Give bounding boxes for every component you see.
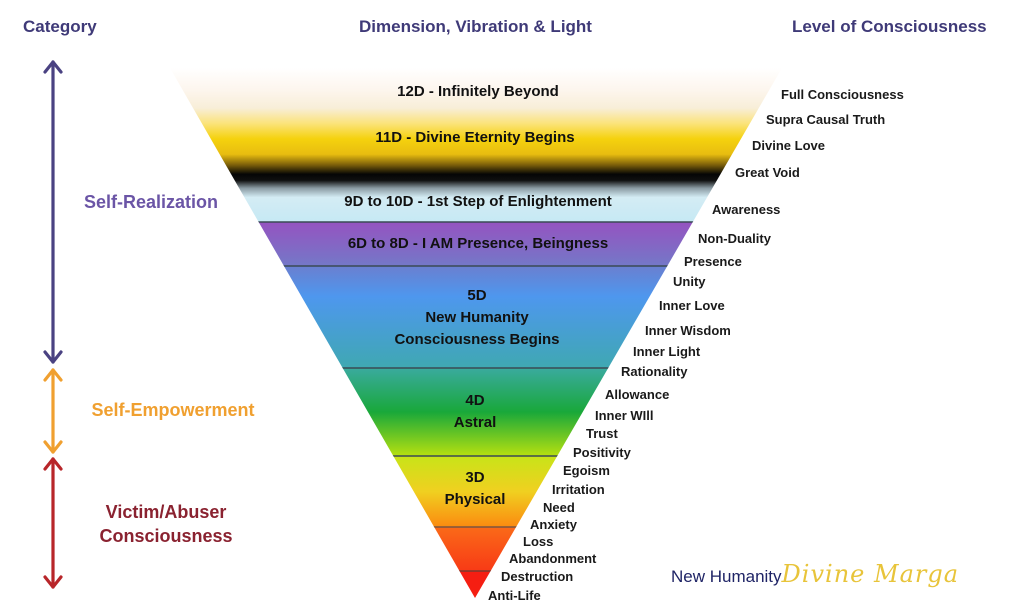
category-victim-abuser-line1: Victim/Abuser [105, 502, 227, 522]
level-item: Awareness [712, 202, 781, 217]
dimension-label-9d-10d: 9D to 10D - 1st Step of Enlightenment [344, 193, 612, 210]
header-category: Category [23, 17, 97, 36]
level-item: Divine Love [752, 138, 825, 153]
level-item: Inner Love [659, 298, 725, 313]
dimension-5d-line2: New Humanity [425, 309, 529, 326]
level-item: Presence [684, 254, 742, 269]
dimension-4d-line1: 4D [465, 392, 485, 409]
level-item: Destruction [501, 569, 574, 584]
level-item: Need [543, 500, 575, 515]
dimension-label-3d: 3D Physical [445, 467, 506, 511]
header-dimension: Dimension, Vibration & Light [359, 17, 592, 36]
level-item: Loss [523, 534, 554, 549]
category-victim-abuser: Victim/Abuser Consciousness [99, 500, 232, 548]
dimension-5d-line3: Consciousness Begins [394, 331, 560, 348]
level-item: Supra Causal Truth [766, 112, 886, 127]
self-empowerment-arrow [43, 368, 63, 454]
category-self-realization: Self-Realization [83, 192, 219, 212]
level-item: Great Void [735, 165, 800, 180]
category-self-empowerment: Self-Empowerment [91, 400, 255, 420]
dimension-4d-line2: Astral [453, 414, 497, 431]
level-item: Unity [673, 274, 706, 289]
header-level: Level of Consciousness [792, 17, 987, 36]
dimension-5d-line1: 5D [467, 287, 487, 304]
brand-logo: New HumanityDivine Marga [671, 560, 959, 588]
dimension-label-12d: 12D - Infinitely Beyond [397, 83, 559, 100]
level-item: Trust [586, 426, 618, 441]
level-item: Egoism [563, 463, 610, 478]
level-item: Rationality [621, 364, 688, 379]
level-item: Anxiety [530, 517, 577, 532]
level-item: Irritation [552, 482, 605, 497]
level-item: Allowance [605, 387, 670, 402]
dimension-label-5d: 5D New Humanity Consciousness Begins [394, 285, 559, 351]
level-item: Inner WIll [595, 408, 654, 423]
level-item: Inner Light [633, 344, 701, 359]
band-12d-11d [170, 68, 782, 222]
dimension-3d-line2: Physical [444, 491, 506, 508]
logo-text-new-humanity: New Humanity [671, 567, 782, 586]
level-item: Abandonment [509, 551, 597, 566]
self-realization-arrow [43, 60, 63, 364]
victim-abuser-arrow [43, 457, 63, 589]
category-victim-abuser-line2: Consciousness [99, 526, 233, 546]
level-item: Non-Duality [698, 231, 771, 246]
dimension-label-6d-8d: 6D to 8D - I AM Presence, Beingness [347, 235, 609, 252]
logo-text-divine-marga: Divine Marga [781, 560, 960, 588]
level-item: Full Consciousness [781, 87, 904, 102]
dimension-3d-line1: 3D [465, 469, 485, 486]
dimension-label-11d: 11D - Divine Eternity Begins [375, 129, 575, 146]
dimension-label-4d: 4D Astral [454, 390, 497, 434]
level-item: Positivity [573, 445, 631, 460]
level-item: Inner Wisdom [645, 323, 731, 338]
level-item: Anti-Life [488, 588, 541, 603]
